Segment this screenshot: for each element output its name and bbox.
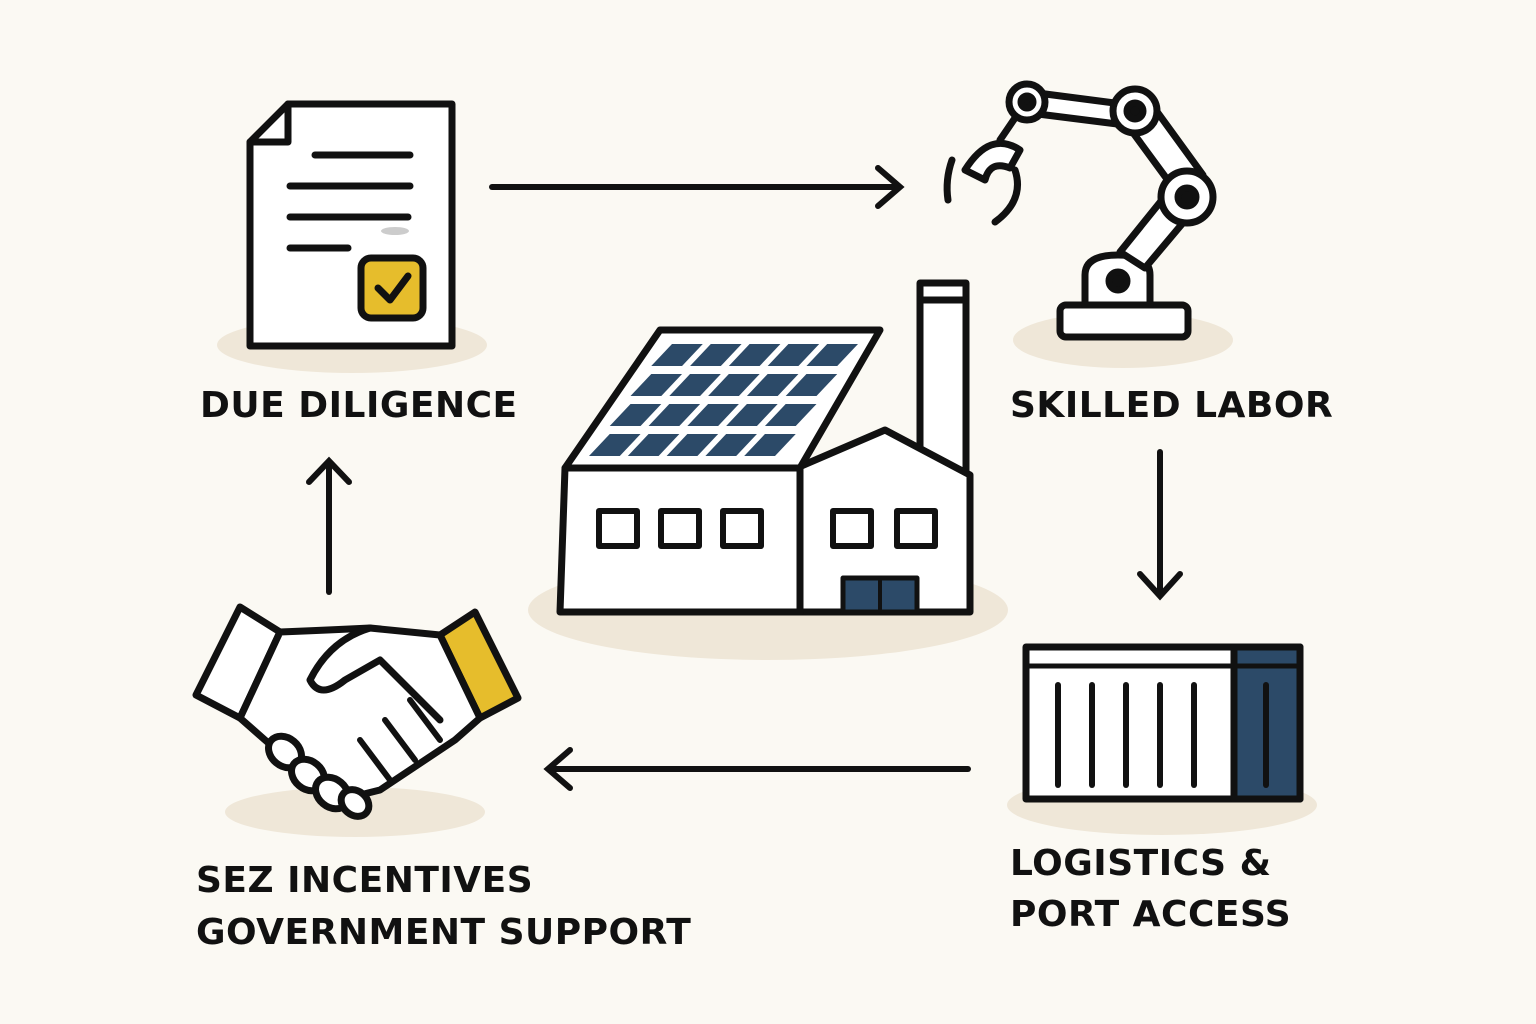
handshake-icon	[192, 603, 522, 820]
solar-panels	[589, 344, 858, 456]
solar-panel	[687, 404, 739, 426]
solar-panel	[728, 344, 781, 366]
solar-panel	[767, 344, 820, 366]
document-check-icon	[246, 100, 456, 350]
solar-panel	[648, 404, 701, 426]
label-logistics-line2: PORT ACCESS	[1010, 894, 1292, 935]
arrow-to-sez	[543, 747, 971, 791]
solar-panel	[651, 344, 703, 366]
solar-panel	[744, 434, 796, 456]
solar-panel	[630, 374, 683, 396]
label-sez-line2: GOVERNMENT SUPPORT	[196, 912, 692, 953]
robotic-arm-icon	[943, 80, 1217, 341]
solar-panel	[806, 344, 858, 366]
label-due-diligence: DUE DILIGENCE	[200, 385, 518, 426]
solar-panel	[764, 404, 817, 426]
solar-panel	[746, 374, 799, 396]
solar-panel	[705, 434, 757, 456]
solar-factory-icon	[556, 279, 974, 616]
solar-panel	[785, 374, 838, 396]
arrow-to-logistics	[1137, 449, 1183, 601]
label-sez-line1: SEZ INCENTIVES	[196, 860, 534, 901]
solar-panel	[708, 374, 760, 396]
solar-panel	[627, 434, 680, 456]
arrow-to-skilled-labor	[489, 165, 905, 209]
solar-panel	[726, 404, 778, 426]
solar-panel	[690, 344, 742, 366]
solar-panel	[669, 374, 721, 396]
solar-panel	[589, 434, 641, 456]
label-skilled-labor: SKILLED LABOR	[1010, 385, 1334, 426]
shipping-container-icon	[1022, 643, 1304, 803]
label-logistics-line1: LOGISTICS &	[1010, 843, 1272, 884]
arrow-to-due-diligence	[306, 456, 352, 595]
solar-panel	[666, 434, 719, 456]
solar-panel	[609, 404, 662, 426]
